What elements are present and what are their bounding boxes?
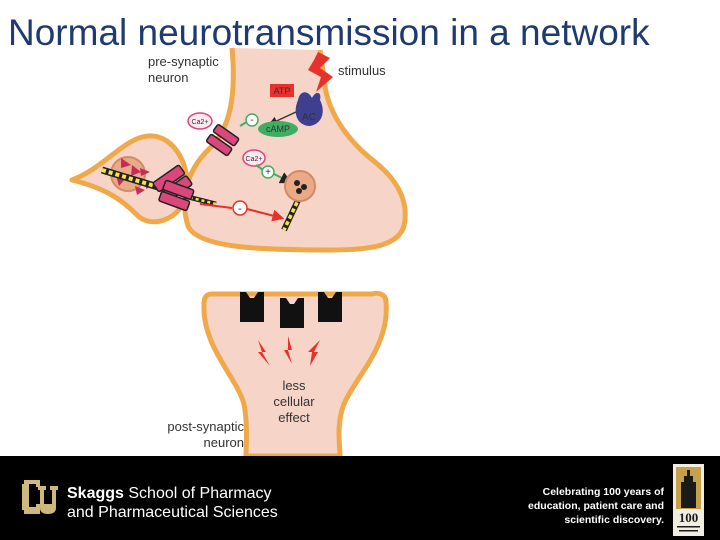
centennial-logo-icon: 100 xyxy=(673,464,704,536)
adenylate-cyclase xyxy=(295,92,323,126)
camp-blob xyxy=(258,121,298,137)
school-line2: and Pharmaceutical Sciences xyxy=(67,504,278,521)
cu-logo-icon xyxy=(22,480,58,514)
postsynaptic-receptors xyxy=(240,292,342,328)
slide-title: Normal neurotransmission in a network xyxy=(8,12,650,53)
school-name: Skaggs School of Pharmacy and Pharmaceut… xyxy=(67,484,278,522)
presynaptic-receptors xyxy=(152,164,195,212)
plus-sign xyxy=(261,165,275,179)
stimulus-arrow xyxy=(308,52,333,92)
presynaptic-neuron xyxy=(182,47,408,253)
calcium-channels xyxy=(205,124,240,157)
celebrate-line1: Celebrating 100 years of xyxy=(542,486,664,498)
ca-label-2: Ca2+ xyxy=(246,156,263,163)
presynaptic-label-1: pre-synaptic xyxy=(148,54,219,69)
postsynaptic-label-2: neuron xyxy=(204,435,244,450)
centennial-number: 100 xyxy=(679,510,699,525)
postsynaptic-neuron xyxy=(201,290,389,456)
school-line1: School of Pharmacy xyxy=(123,485,272,502)
minus-label-2: - xyxy=(238,203,242,215)
minus-sign-2 xyxy=(232,200,248,216)
neurotransmission-diagram: ATP AC cAMP - Ca2+ Ca2+ + - pr xyxy=(69,47,408,456)
atp-label: ATP xyxy=(274,86,291,96)
camp-label: cAMP xyxy=(266,124,290,134)
signal-bolts xyxy=(258,336,320,366)
footer-banner: Skaggs School of Pharmacy and Pharmaceut… xyxy=(0,456,720,540)
school-brand: Skaggs xyxy=(67,485,124,502)
vesicle-presynaptic xyxy=(284,170,316,202)
effect-label-3: effect xyxy=(278,410,310,425)
celebrate-line2: education, patient care and xyxy=(528,500,664,512)
effect-label-1: less xyxy=(282,378,306,393)
presynaptic-label-2: neuron xyxy=(148,70,188,85)
minus-sign-1 xyxy=(245,113,259,127)
stimulus-label: stimulus xyxy=(338,63,386,78)
plus-label: + xyxy=(265,167,271,178)
effect-label-2: cellular xyxy=(273,394,315,409)
ac-label: AC xyxy=(302,112,316,123)
celebrate-line3: scientific discovery. xyxy=(564,514,664,526)
celebration-text: Celebrating 100 years of education, pati… xyxy=(528,485,664,527)
minus-label-1: - xyxy=(250,115,253,126)
ca-label-1: Ca2+ xyxy=(192,119,209,126)
postsynaptic-label-1: post-synaptic xyxy=(167,419,244,434)
